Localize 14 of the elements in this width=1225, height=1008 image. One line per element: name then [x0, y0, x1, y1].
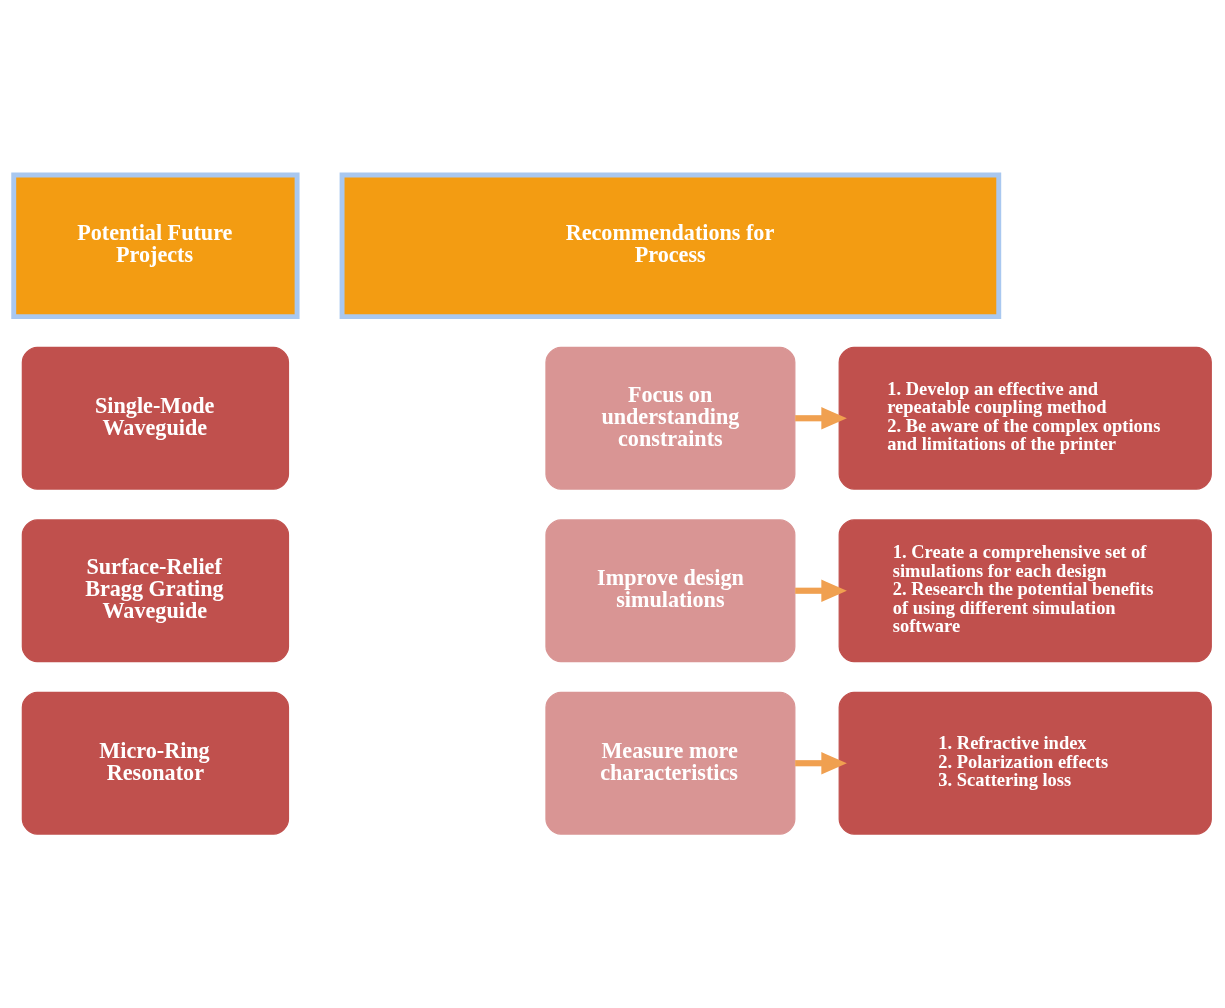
node-box: 1. Develop an effective and repeatable coupling method 2. Be aware of the complex options and limitations of the printer: [838, 346, 1212, 490]
node-box: Focus on understanding constraints: [545, 346, 796, 490]
node-box: Potential Future Projects: [11, 171, 300, 319]
node-box: Improve design simulations: [545, 518, 796, 662]
node-box: Surface-Relief Bragg Grating Waveguide: [21, 518, 290, 662]
arrow: [795, 579, 847, 602]
arrow: [795, 406, 847, 429]
node-box: Micro-Ring Resonator: [21, 691, 290, 835]
node-box: 1. Refractive index 2. Polarization effects 3. Scattering loss: [838, 691, 1212, 835]
arrow: [795, 751, 847, 774]
node-box: 1. Create a comprehensive set of simulations for each design 2. Research the potential benefits of using different simulation software: [838, 518, 1212, 662]
node-box: Recommendations for Process: [339, 171, 1002, 319]
node-box: Single-Mode Waveguide: [21, 346, 290, 490]
node-box: Measure more characteristics: [545, 691, 796, 835]
